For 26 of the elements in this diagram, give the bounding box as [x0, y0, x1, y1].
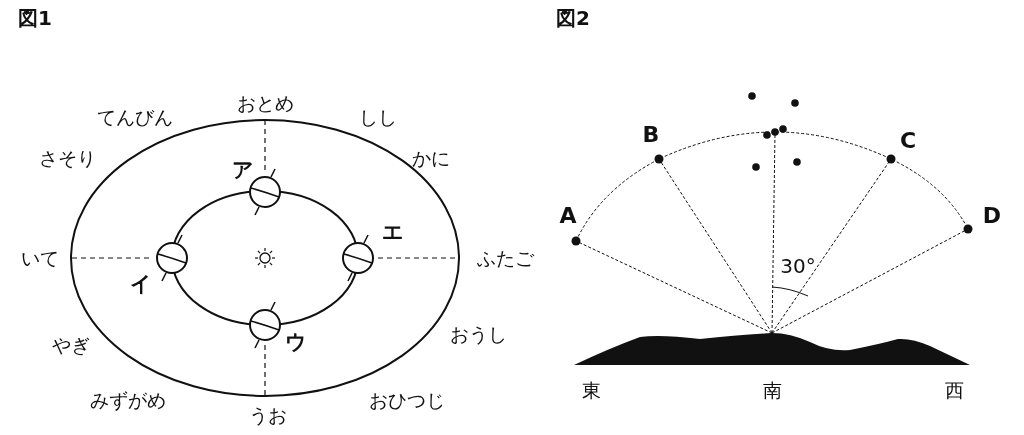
point-label: C: [899, 130, 917, 152]
constellation-label: おとめ: [236, 93, 294, 113]
constellation-label: いて: [21, 248, 59, 268]
constellation-label: さそり: [38, 148, 96, 168]
point-label: A: [559, 205, 577, 227]
position-label: イ: [130, 273, 152, 295]
constellation-label: みずがめ: [90, 390, 166, 410]
constellation-label: おうし: [449, 324, 507, 344]
point-label: B: [642, 124, 660, 146]
constellation-label: うお: [249, 405, 287, 425]
direction-label: 西: [944, 380, 964, 400]
constellation-label: やぎ: [52, 335, 90, 355]
figure-title: 図2: [556, 8, 590, 28]
direction-label: 南: [762, 380, 782, 400]
constellation-label: ふたご: [476, 248, 534, 268]
position-label: エ: [382, 221, 404, 243]
direction-label: 東: [581, 380, 601, 400]
constellation-label: おひつじ: [369, 390, 445, 410]
point-label: D: [982, 205, 1002, 227]
position-label: ウ: [285, 331, 307, 353]
position-label: ア: [232, 159, 254, 181]
constellation-label: しし: [359, 107, 397, 127]
constellation-label: かに: [412, 148, 450, 168]
constellation-label: てんびん: [97, 107, 173, 127]
angle-label: 30°: [780, 256, 816, 276]
figure-title: 図1: [18, 8, 52, 28]
